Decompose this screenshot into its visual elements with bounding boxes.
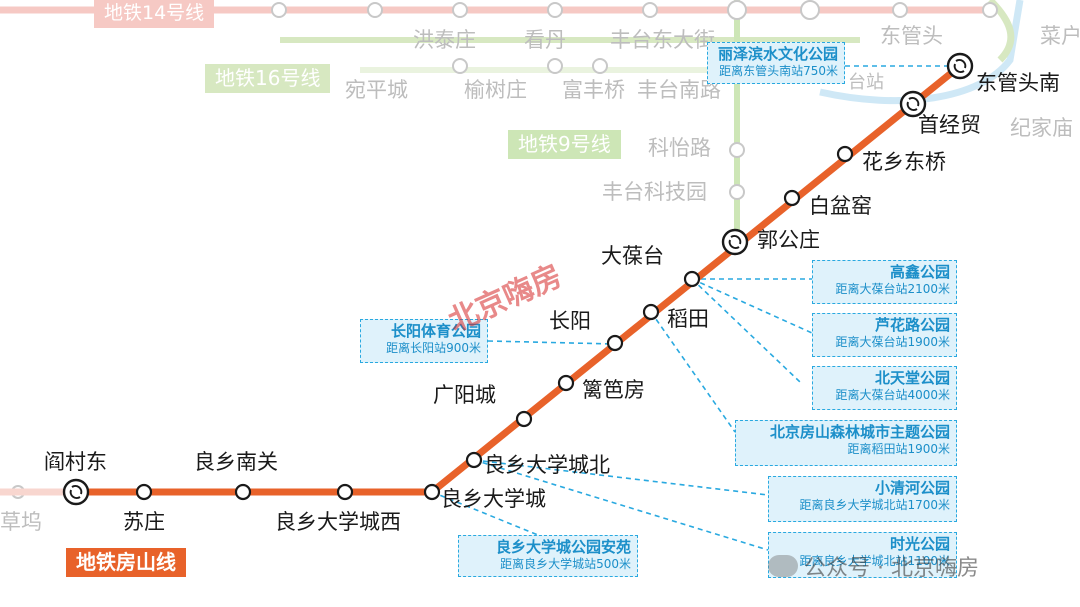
station-label-kandan: 看丹 <box>524 28 566 52</box>
park-callout-shiguang: 时光公园 距离良乡大学城北站1100米 <box>768 532 957 578</box>
park-callout-liangxiang-anyuan: 良乡大学城公园安苑 距离良乡大学城站500米 <box>458 535 638 577</box>
station-label-yancundong: 阎村东 <box>44 450 107 474</box>
station-label-fengtai-nanlu: 丰台南路 <box>637 78 721 102</box>
park-callout-beitiantang: 北天堂公园 距离大葆台站4000米 <box>812 366 957 410</box>
station-label-taizhan: 台站 <box>848 72 884 93</box>
transfer-station-markers <box>62 52 974 506</box>
station-label-keyilu: 科怡路 <box>648 136 711 160</box>
station-label-dongguantou-nan: 东管头南 <box>976 71 1060 95</box>
station-label-jijiamiao: 纪家庙 <box>1010 116 1073 140</box>
park-distance: 距离良乡大学城北站1700米 <box>799 497 950 512</box>
park-distance: 距离良乡大学城站500米 <box>500 556 631 571</box>
station-label-wanpingcheng: 宛平城 <box>345 78 408 102</box>
station-label-huaxiang-dongqiao: 花乡东桥 <box>862 150 946 174</box>
park-distance: 距离东管头南站750米 <box>719 63 838 78</box>
station-label-changyang: 长阳 <box>549 309 591 333</box>
park-callout-luhualu: 芦花路公园 距离大葆台站1900米 <box>812 313 957 357</box>
station-label-caowu: 草坞 <box>0 510 42 534</box>
line10-track <box>819 0 1024 105</box>
park-connectors <box>431 65 955 551</box>
park-distance: 距离长阳站900米 <box>386 340 481 355</box>
park-callout-lize: 丽泽滨水文化公园 距离东管头南站750米 <box>707 42 845 84</box>
station-label-fufengqiao: 富丰桥 <box>562 78 625 102</box>
line9-tag: 地铁9号线 <box>508 130 621 159</box>
park-distance: 距离大葆台站1900米 <box>835 334 950 349</box>
station-label-shoujingmao: 首经贸 <box>918 113 981 137</box>
wechat-icon <box>768 555 798 577</box>
station-label-libafang: 篱笆房 <box>582 378 645 402</box>
line14-tag: 地铁14号线 <box>94 0 215 28</box>
station-label-guogongzhuang: 郭公庄 <box>757 228 820 252</box>
park-name: 北天堂公园 <box>874 369 950 387</box>
park-name: 高鑫公园 <box>889 263 950 281</box>
station-label-yushuzhuang: 榆树庄 <box>464 78 527 102</box>
station-label-liangxiang-nanguan: 良乡南关 <box>194 450 278 474</box>
park-callout-fangshan-forest: 北京房山森林城市主题公园 距离稻田站1900米 <box>735 420 957 466</box>
station-label-guangyangcheng: 广阳城 <box>433 383 496 407</box>
park-name: 良乡大学城公园安苑 <box>495 538 631 556</box>
fangshan-tag: 地铁房山线 <box>66 548 186 577</box>
station-label-dabaotai: 大葆台 <box>601 244 664 268</box>
fangshan-station-markers <box>135 145 854 501</box>
park-distance: 距离大葆台站2100米 <box>835 281 950 296</box>
line16-tag: 地铁16号线 <box>205 64 331 93</box>
park-distance: 距离良乡大学城北站1100米 <box>799 553 950 568</box>
park-name: 芦花路公园 <box>874 316 950 334</box>
park-name: 小清河公园 <box>874 479 950 497</box>
station-label-fengtai-dongdajie: 丰台东大街 <box>610 28 715 52</box>
park-callout-changyang-tiyu: 长阳体育公园 距离长阳站900米 <box>360 319 488 363</box>
park-callout-gaoxin: 高鑫公园 距离大葆台站2100米 <box>812 260 957 304</box>
station-label-dongguantou: 东管头 <box>880 24 943 48</box>
station-label-fengtai-kejiyuan: 丰台科技园 <box>602 180 707 204</box>
station-label-liangxiang-daxuechengbei: 良乡大学城北 <box>484 453 610 477</box>
station-label-liangxiang-daxuechengxi: 良乡大学城西 <box>275 510 401 534</box>
park-distance: 距离大葆台站4000米 <box>835 387 950 402</box>
park-callout-xiaoqinghe: 小清河公园 距离良乡大学城北站1700米 <box>768 476 957 522</box>
wechat-account-label: 公众号 · 北京嗨房 <box>804 556 979 581</box>
station-label-hongtaizhuang: 洪泰庄 <box>413 28 476 52</box>
watermark-wechat: 公众号 · 北京嗨房 <box>768 550 979 582</box>
park-distance: 距离稻田站1900米 <box>847 441 950 456</box>
station-label-daotian: 稻田 <box>667 307 709 331</box>
station-label-liangxiang-daxuecheng: 良乡大学城 <box>441 487 546 511</box>
faint-station-markers <box>11 0 998 499</box>
park-name: 丽泽滨水文化公园 <box>717 45 838 63</box>
station-label-baipenyao: 白盆窑 <box>809 194 872 218</box>
park-name: 长阳体育公园 <box>390 322 481 340</box>
park-name: 时光公园 <box>889 535 950 553</box>
station-label-suzhuang: 苏庄 <box>123 510 165 534</box>
station-label-caihu: 菜户 <box>1040 24 1080 48</box>
park-name: 北京房山森林城市主题公园 <box>769 423 950 441</box>
